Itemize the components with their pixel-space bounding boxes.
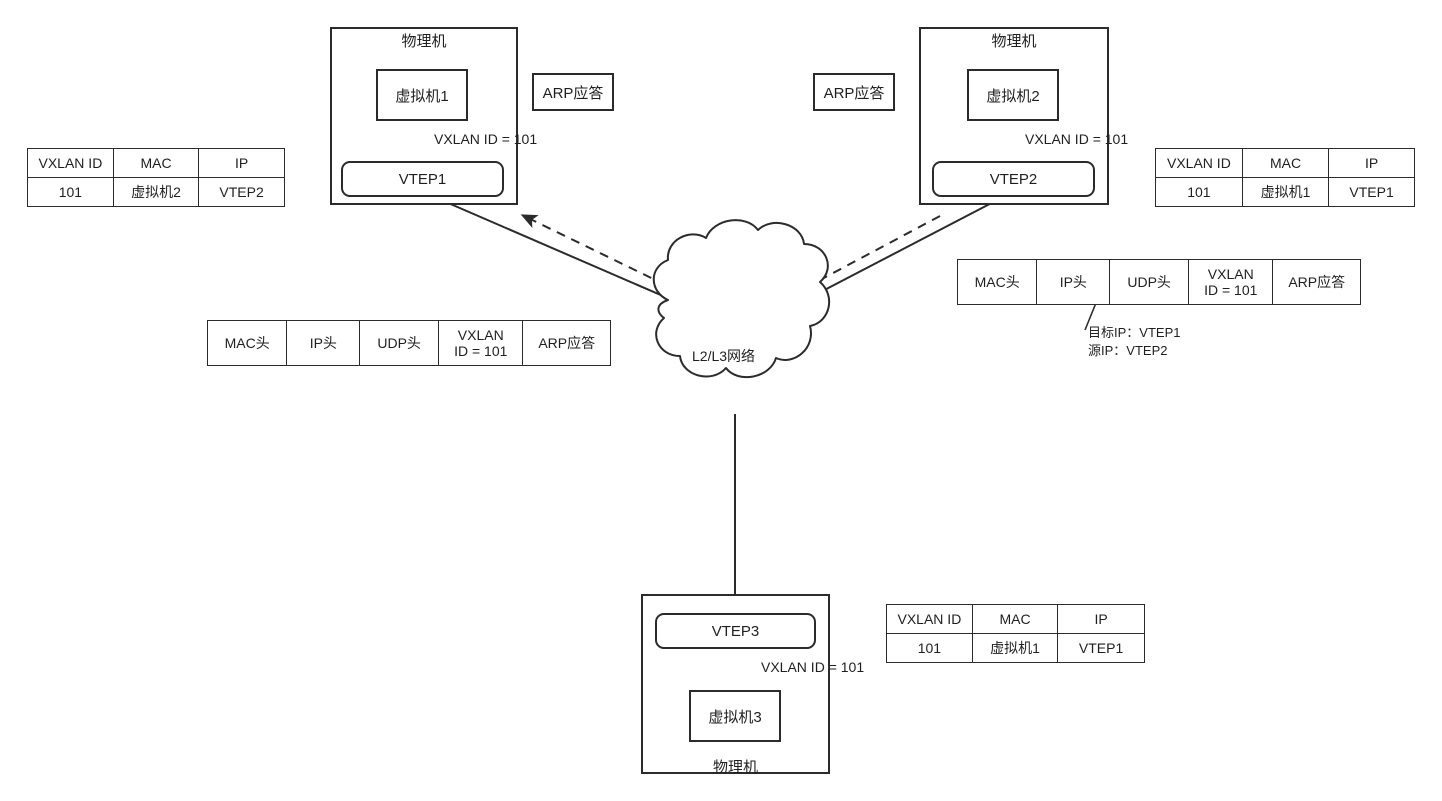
packet-right-field-3-line2: ID = 101	[1204, 282, 1258, 298]
vm-box-vm3-label: 虚拟机3	[708, 708, 762, 726]
packet-right-field-2-line1: UDP头	[1127, 273, 1171, 290]
mapping-bottom-cell-0: 101	[886, 633, 973, 663]
arp-box-left: ARP应答	[532, 73, 614, 111]
packet-right-field-4-line1: ARP应答	[1288, 273, 1346, 290]
mapping-table-bottom: VXLAN ID MAC IP 101 虚拟机1 VTEP1	[886, 604, 1145, 663]
packet-right-annotation-line1: 目标IP：VTEP1	[1088, 325, 1181, 340]
packet-left-field-1-line1: IP头	[309, 334, 337, 351]
packet-left-field-0-line1: MAC头	[224, 334, 270, 351]
host-bottom-label: 物理机	[712, 759, 758, 776]
vm-box-vm3: 虚拟机3	[689, 690, 781, 742]
vm-box-vm1: 虚拟机1	[376, 69, 468, 121]
host-right-vxlan-id-label: VXLAN ID = 101	[1025, 131, 1129, 147]
mapping-bottom-header-0: VXLAN ID	[886, 604, 973, 634]
vm-box-vm2-label: 虚拟机2	[986, 87, 1040, 105]
packet-table-left: MAC头 IP头 UDP头 VXLAN ID = 101 ARP应答	[206, 320, 611, 366]
packet-left-field-2-line1: UDP头	[377, 334, 421, 351]
packet-right-field-3: VXLAN ID = 101	[1188, 259, 1274, 305]
mapping-left-cell-2: VTEP2	[198, 177, 285, 207]
vtep-box-vtep2-label: VTEP2	[989, 170, 1038, 188]
flow-arrow-cloud-to-vtep1	[520, 214, 681, 293]
flow-arrow-vtep2-to-cloud	[788, 215, 941, 297]
packet-right-field-0: MAC头	[956, 259, 1038, 305]
link-vtep1-cloud	[431, 195, 701, 313]
host-left-vxlan-id-label: VXLAN ID = 101	[434, 131, 538, 147]
packet-right-field-1-line1: IP头	[1059, 273, 1087, 290]
mapping-right-header-0: VXLAN ID	[1155, 148, 1243, 178]
table-row: VXLAN ID MAC IP	[886, 604, 1145, 634]
packet-right-field-3-line1: VXLAN	[1207, 265, 1254, 282]
table-row: VXLAN ID MAC IP	[1155, 148, 1415, 178]
packet-left-field-0: MAC头	[206, 320, 288, 366]
mapping-right-header-2: IP	[1328, 148, 1415, 178]
table-row: VXLAN ID MAC IP	[27, 148, 285, 178]
packet-right-field-0-line1: MAC头	[974, 273, 1020, 290]
host-left-label: 物理机	[401, 33, 447, 50]
mapping-right-cell-0: 101	[1155, 177, 1243, 207]
mapping-left-header-1: MAC	[112, 148, 200, 178]
packet-left-field-4-line1: ARP应答	[538, 334, 596, 351]
mapping-right-header-1: MAC	[1241, 148, 1330, 178]
packet-left-field-2: UDP头	[359, 320, 440, 366]
vtep-box-vtep1: VTEP1	[341, 161, 504, 197]
mapping-bottom-cell-1: 虚拟机1	[971, 633, 1059, 663]
vm-box-vm2: 虚拟机2	[967, 69, 1059, 121]
host-right-label: 物理机	[991, 33, 1037, 50]
mapping-table-left: VXLAN ID MAC IP 101 虚拟机2 VTEP2	[27, 148, 285, 207]
mapping-table-right: VXLAN ID MAC IP 101 虚拟机1 VTEP1	[1155, 148, 1415, 207]
cloud-label: L2/L3网络	[692, 348, 756, 364]
mapping-left-header-2: IP	[198, 148, 285, 178]
packet-left-field-3-line1: VXLAN	[457, 326, 504, 343]
packet-left-field-1: IP头	[286, 320, 361, 366]
packet-right-field-2: UDP头	[1109, 259, 1190, 305]
packet-right-field-4: ARP应答	[1272, 259, 1361, 305]
mapping-right-cell-2: VTEP1	[1328, 177, 1415, 207]
mapping-left-cell-1: 虚拟机2	[112, 177, 200, 207]
table-row: 101 虚拟机2 VTEP2	[27, 177, 285, 207]
packet-table-right: MAC头 IP头 UDP头 VXLAN ID = 101 ARP应答	[956, 259, 1361, 305]
packet-left-field-3: VXLAN ID = 101	[438, 320, 524, 366]
mapping-right-cell-1: 虚拟机1	[1241, 177, 1330, 207]
mapping-bottom-header-2: IP	[1057, 604, 1145, 634]
mapping-left-cell-0: 101	[27, 177, 114, 207]
host-bottom-vxlan-id-label: VXLAN ID = 101	[761, 659, 865, 675]
vtep-box-vtep3-label: VTEP3	[711, 622, 760, 640]
vtep-box-vtep3: VTEP3	[655, 613, 816, 649]
vtep-box-vtep1-label: VTEP1	[398, 170, 447, 188]
arp-box-left-label: ARP应答	[542, 84, 604, 102]
mapping-bottom-header-1: MAC	[971, 604, 1059, 634]
table-row: 101 虚拟机1 VTEP1	[1155, 177, 1415, 207]
table-row: MAC头 IP头 UDP头 VXLAN ID = 101 ARP应答	[956, 259, 1361, 305]
vm-box-vm1-label: 虚拟机1	[395, 87, 449, 105]
packet-left-field-3-line2: ID = 101	[454, 343, 508, 359]
arp-box-right: ARP应答	[813, 73, 895, 111]
packet-right-field-1: IP头	[1036, 259, 1111, 305]
vtep-box-vtep2: VTEP2	[932, 161, 1095, 197]
table-row: 101 虚拟机1 VTEP1	[886, 633, 1145, 663]
packet-right-annotation: 目标IP：VTEP1 源IP：VTEP2	[1088, 324, 1180, 359]
mapping-bottom-cell-2: VTEP1	[1057, 633, 1145, 663]
packet-left-field-4: ARP应答	[522, 320, 611, 366]
table-row: MAC头 IP头 UDP头 VXLAN ID = 101 ARP应答	[206, 320, 611, 366]
arp-box-right-label: ARP应答	[823, 84, 885, 102]
packet-right-annotation-line2: 源IP：VTEP2	[1088, 342, 1168, 358]
mapping-left-header-0: VXLAN ID	[27, 148, 114, 178]
